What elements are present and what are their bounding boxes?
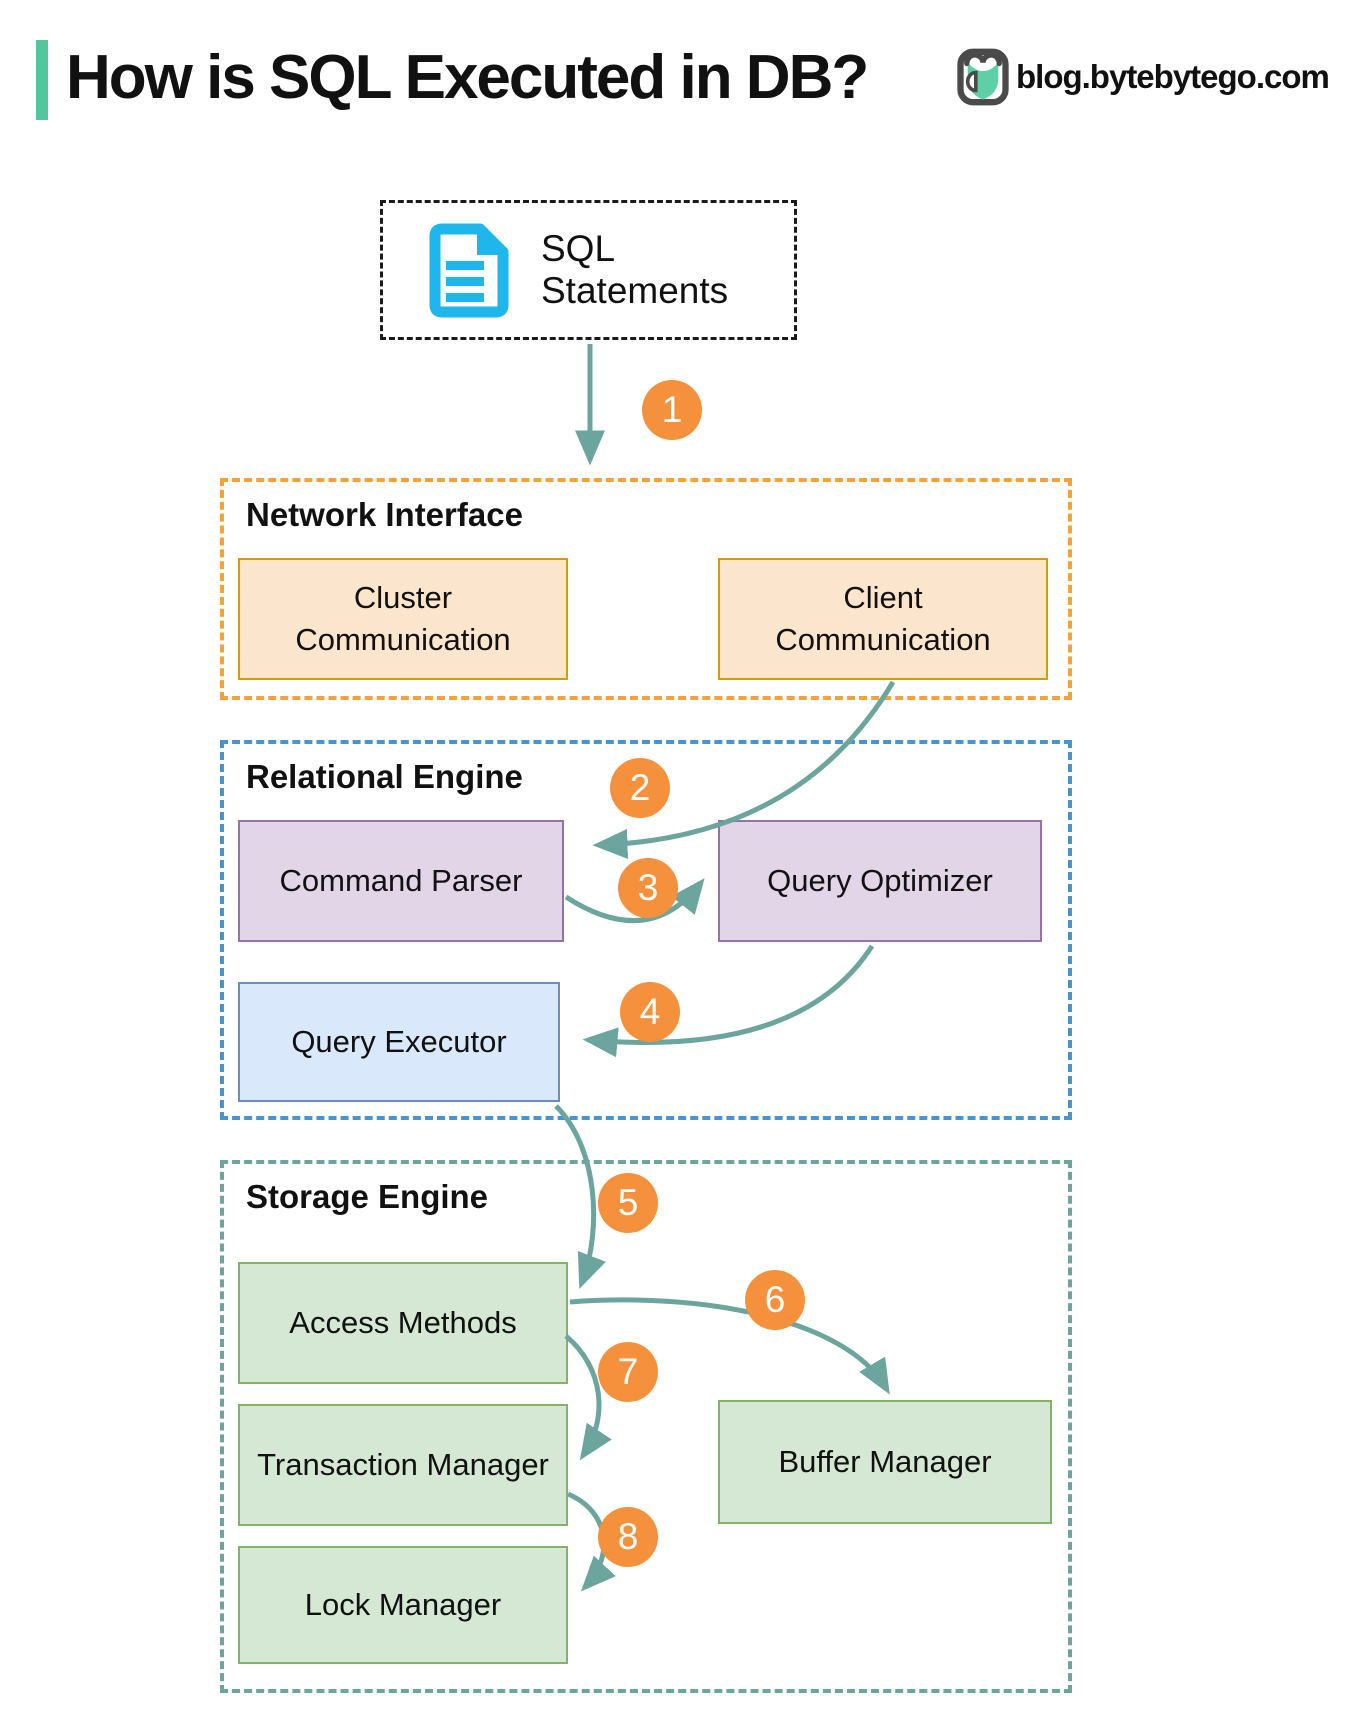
node-label: Lock Manager bbox=[304, 1587, 502, 1623]
brand: blog.bytebytego.com bbox=[956, 46, 1330, 108]
node-label: Client Communication bbox=[775, 580, 991, 657]
bytebytego-logo-icon bbox=[956, 47, 1010, 107]
sql-statements-label: SQL Statements bbox=[541, 228, 729, 311]
node-cluster-communication: Cluster Communication bbox=[238, 558, 568, 680]
node-command-parser: Command Parser bbox=[238, 820, 564, 942]
node-buffer-manager: Buffer Manager bbox=[718, 1400, 1052, 1524]
page-title: How is SQL Executed in DB? bbox=[66, 43, 869, 112]
node-client-communication: Client Communication bbox=[718, 558, 1048, 680]
step-badge-1: 1 bbox=[642, 380, 702, 440]
step-badge-3: 3 bbox=[618, 858, 678, 918]
section-label-relational-engine: Relational Engine bbox=[246, 758, 523, 795]
node-lock-manager: Lock Manager bbox=[238, 1546, 568, 1664]
node-label: Transaction Manager bbox=[257, 1447, 549, 1483]
sql-statements-box: SQL Statements bbox=[380, 200, 797, 340]
step-badge-4: 4 bbox=[620, 982, 680, 1042]
section-storage-engine: Storage Engine bbox=[220, 1160, 1072, 1693]
step-badge-8: 8 bbox=[598, 1507, 658, 1567]
node-query-optimizer: Query Optimizer bbox=[718, 820, 1042, 942]
section-label-network-interface: Network Interface bbox=[246, 496, 523, 533]
document-icon bbox=[415, 220, 515, 320]
brand-url: blog.bytebytego.com bbox=[1016, 58, 1330, 95]
section-label-storage-engine: Storage Engine bbox=[246, 1178, 489, 1215]
node-label: Command Parser bbox=[279, 863, 523, 899]
node-label: Buffer Manager bbox=[778, 1444, 992, 1480]
node-label: Query Executor bbox=[291, 1024, 507, 1060]
node-transaction-manager: Transaction Manager bbox=[238, 1404, 568, 1526]
step-badge-2: 2 bbox=[610, 758, 670, 818]
step-badge-6: 6 bbox=[745, 1270, 805, 1330]
step-badge-7: 7 bbox=[598, 1342, 658, 1402]
title-accent-bar bbox=[36, 40, 48, 120]
node-label: Query Optimizer bbox=[767, 863, 993, 899]
node-label: Access Methods bbox=[289, 1305, 517, 1341]
node-label: Cluster Communication bbox=[295, 580, 511, 657]
node-access-methods: Access Methods bbox=[238, 1262, 568, 1384]
node-query-executor: Query Executor bbox=[238, 982, 560, 1102]
step-badge-5: 5 bbox=[598, 1173, 658, 1233]
